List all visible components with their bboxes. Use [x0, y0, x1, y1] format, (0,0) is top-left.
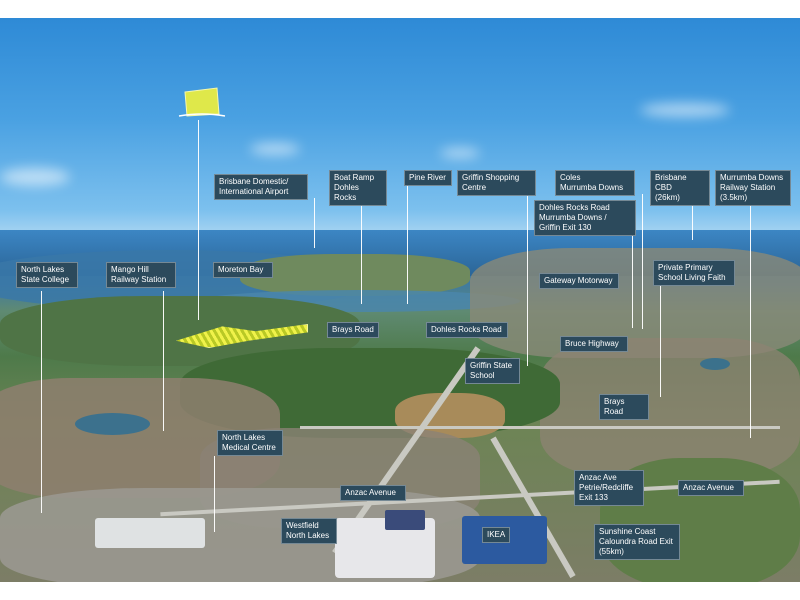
label-moreton-bay: Moreton Bay	[213, 262, 273, 278]
label-mango-hill: Mango Hill Railway Station	[106, 262, 176, 288]
solar-roof	[385, 510, 425, 530]
flag-logo-icon	[178, 87, 226, 117]
label-bruce-highway: Bruce Highway	[560, 336, 628, 352]
leader-dohles-exit	[632, 236, 633, 328]
leader-north-lakes-college	[41, 291, 42, 513]
leader-airport	[314, 198, 315, 248]
cloud	[0, 168, 70, 186]
project-logo-pin	[177, 86, 227, 120]
label-anzac-exit: Anzac Ave Petrie/Redcliffe Exit 133	[574, 470, 644, 506]
label-north-lakes-medical: North Lakes Medical Centre	[217, 430, 283, 456]
cloud	[640, 103, 730, 117]
label-ikea: IKEA	[482, 527, 510, 543]
label-westfield: Westfield North Lakes	[281, 518, 337, 544]
warehouse	[95, 518, 205, 548]
label-anzac-avenue-1: Anzac Avenue	[340, 485, 406, 501]
peninsula	[240, 254, 470, 296]
logo-leader-line	[198, 120, 199, 320]
leader-private-school	[660, 285, 661, 397]
label-griffin-school: Griffin State School	[465, 358, 520, 384]
label-brays-road-2: Brays Road	[599, 394, 649, 420]
suburb-east	[540, 338, 800, 478]
leader-boat-ramp	[361, 194, 362, 304]
label-sunshine-coast: Sunshine Coast Caloundra Road Exit (55km…	[594, 524, 680, 560]
label-dohles-rocks-road: Dohles Rocks Road	[426, 322, 508, 338]
leader-pine-river	[407, 184, 408, 304]
lake	[75, 413, 150, 435]
label-brisbane-airport: Brisbane Domestic/ International Airport	[214, 174, 308, 200]
label-private-school: Private Primary School Living Faith	[653, 260, 735, 286]
label-coles: Coles Murrumba Downs	[555, 170, 635, 196]
leader-coles	[642, 194, 643, 329]
label-griffin-shopping: Griffin Shopping Centre	[457, 170, 536, 196]
leader-griffin-shopping	[527, 194, 528, 366]
label-murrumba-station: Murrumba Downs Railway Station (3.5km)	[715, 170, 791, 206]
label-north-lakes-college: North Lakes State College	[16, 262, 78, 288]
label-boat-ramp: Boat Ramp Dohles Rocks	[329, 170, 387, 206]
label-gateway-motorway: Gateway Motorway	[539, 273, 619, 289]
label-anzac-avenue-2: Anzac Avenue	[678, 480, 744, 496]
cloud	[440, 148, 480, 158]
label-brisbane-cbd: Brisbane CBD (26km)	[650, 170, 710, 206]
label-brays-road-1: Brays Road	[327, 322, 379, 338]
leader-medical	[214, 456, 215, 532]
label-pine-river: Pine River	[404, 170, 452, 186]
label-dohles-exit: Dohles Rocks Road Murrumba Downs / Griff…	[534, 200, 636, 236]
leader-murrumba-station	[750, 204, 751, 438]
cloud	[250, 143, 300, 155]
pond	[700, 358, 730, 370]
leader-mango-hill	[163, 291, 164, 431]
cross-road	[300, 426, 780, 429]
leader-cbd	[692, 194, 693, 240]
